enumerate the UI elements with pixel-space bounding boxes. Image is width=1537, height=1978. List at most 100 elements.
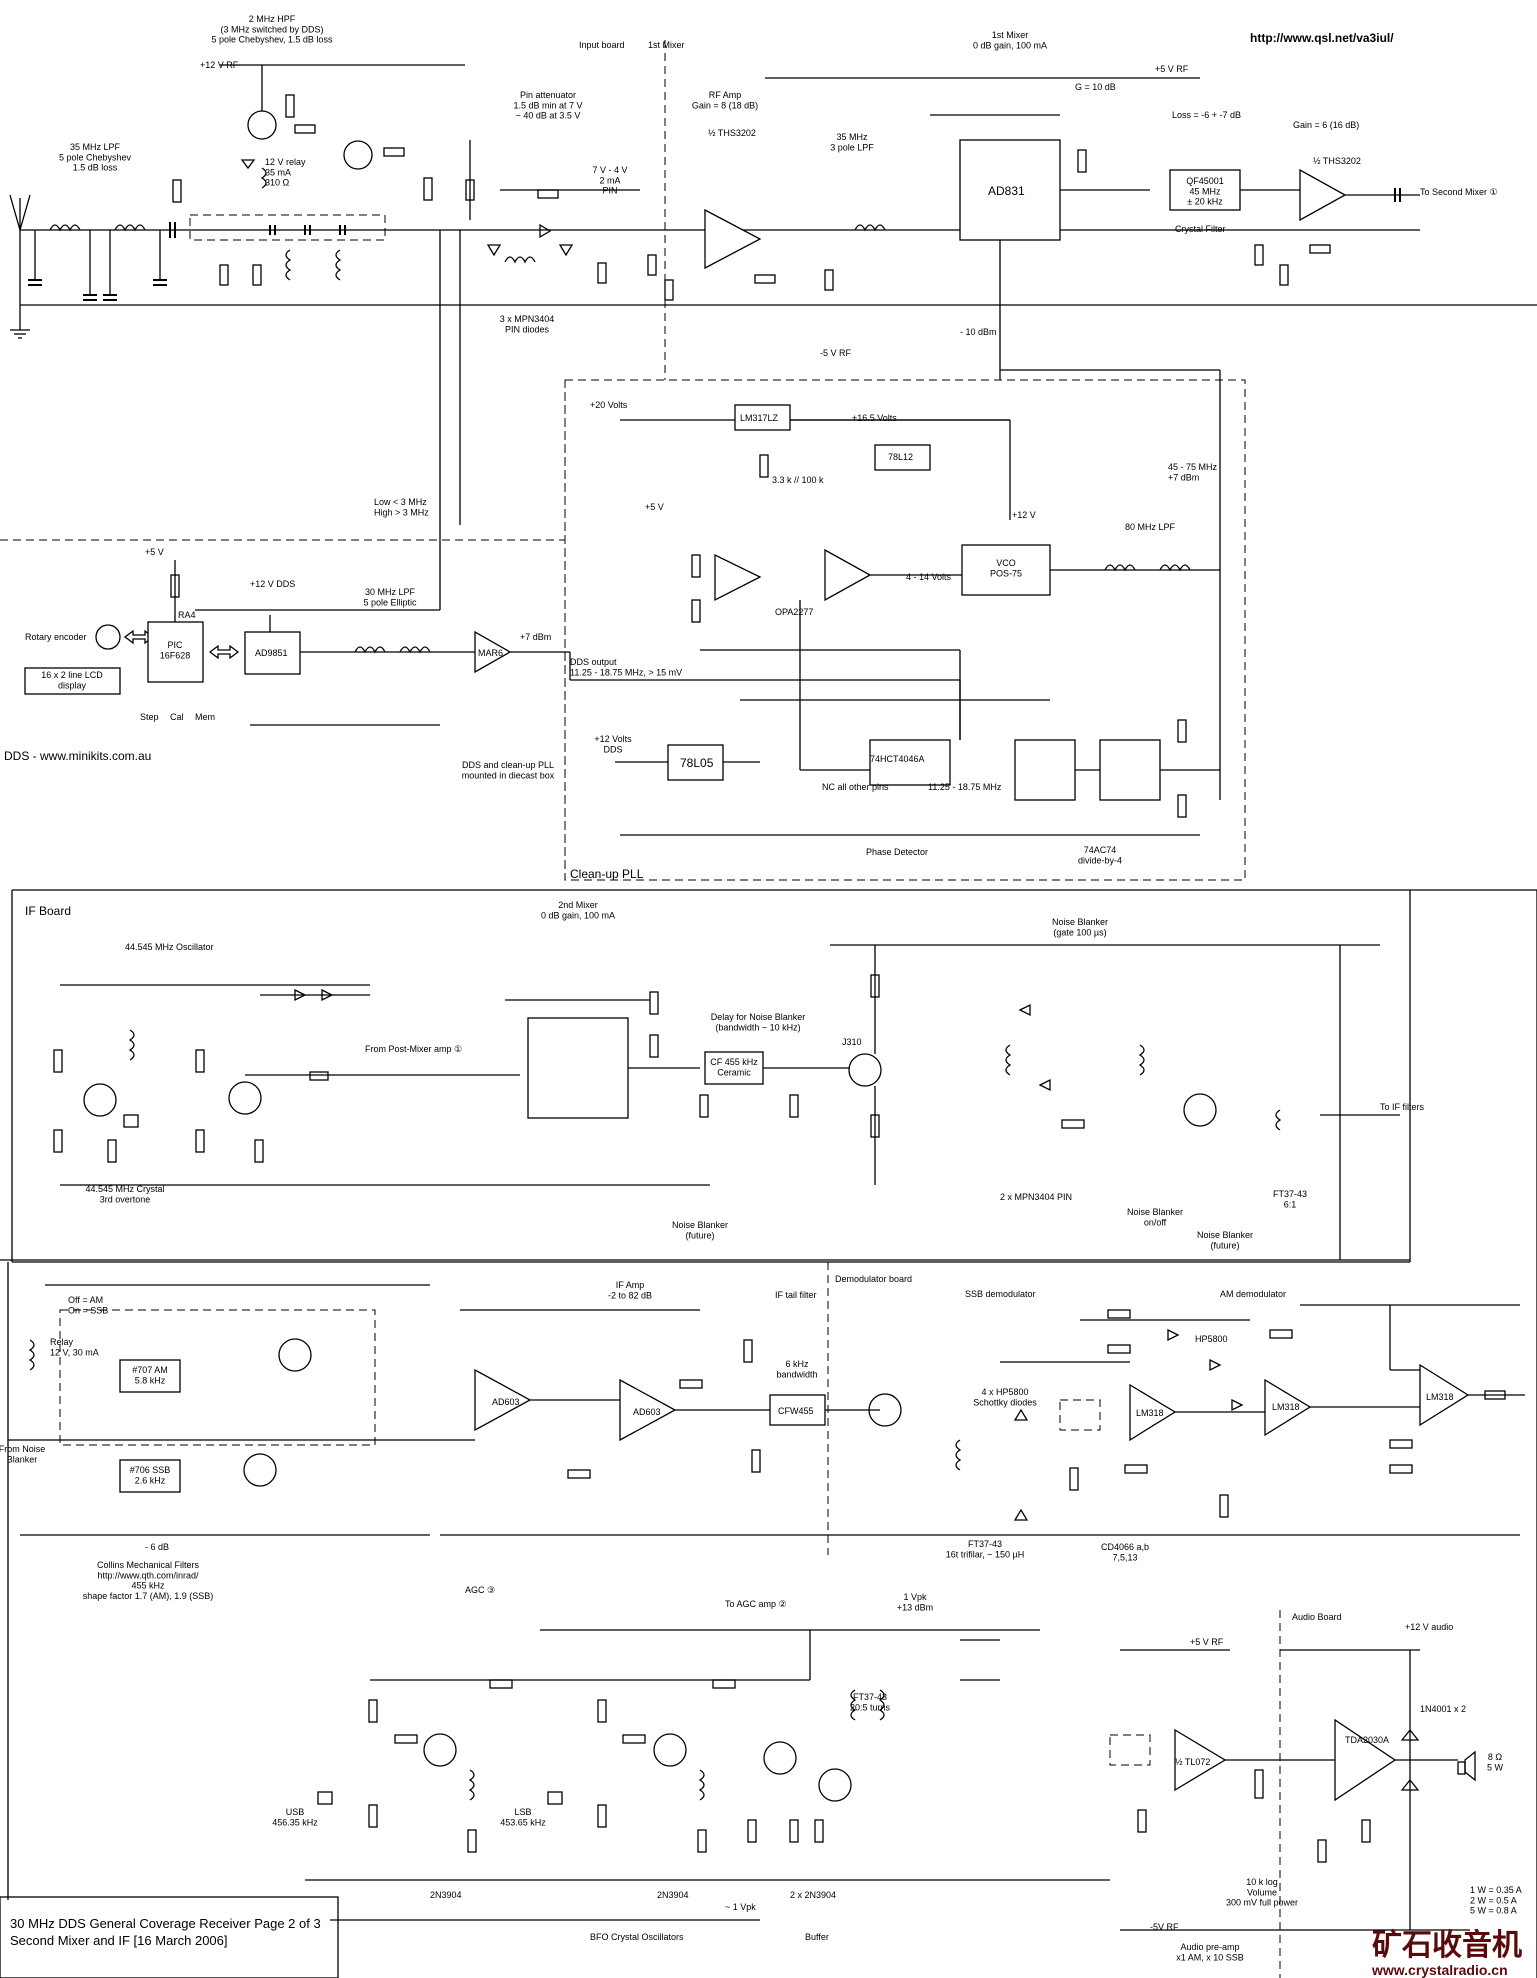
rf-amp-triangle — [704, 208, 762, 270]
label-pll-plus16: +16.5 Volts — [852, 413, 897, 423]
flipflop-b — [1099, 739, 1161, 801]
label-pll-tune: 4 - 14 Volts — [906, 572, 952, 582]
label-pll-r3: 3.3 k // 100 k — [772, 475, 824, 485]
transistor-2n3904-buf-a — [763, 1741, 797, 1775]
transistor-2n5179-nb — [1183, 1093, 1217, 1127]
label-demod-am: AM demodulator — [1220, 1289, 1286, 1299]
label-input-board-plus12: +12 V RF — [200, 60, 239, 70]
label-if-board-j310: J310 — [842, 1037, 862, 1047]
label-input-board-g10: G = 10 dB — [1075, 82, 1116, 92]
label-dds-ra4: RA4 — [178, 610, 196, 620]
crystal-usb — [317, 1791, 333, 1805]
transistor-2n3904-usb — [423, 1733, 457, 1767]
filters-ifamp — [8, 1284, 1520, 1536]
label-pll-hct-range: 11.25 - 18.75 MHz — [928, 782, 1002, 792]
opa2277-a — [714, 553, 762, 602]
hct4046-phase-detector — [869, 739, 951, 786]
label-input-board-ths: ½ THS3202 — [708, 128, 756, 138]
label-pll-plus12: +12 V — [1012, 510, 1036, 520]
jfet-j310-b — [278, 1338, 312, 1372]
label-if-board-label: IF Board — [25, 904, 71, 918]
label-audio-tda: TDA2030A — [1345, 1735, 1389, 1745]
label-input-board-ths2: ½ THS3202 — [1313, 156, 1361, 166]
lm318-c — [1419, 1363, 1470, 1427]
label-filters-agc: AGC ③ — [465, 1585, 495, 1595]
label-audio-plus5: +5 V RF — [1190, 1637, 1224, 1647]
transistor-2n3906 — [247, 110, 277, 140]
label-dds-minikits: DDS - www.minikits.com.au — [4, 749, 151, 763]
audio-board — [1109, 1649, 1476, 1931]
labels: http://www.qsl.net/va3iul/ Input board 1… — [0, 14, 1522, 1978]
label-bfo-buf-q: 2 x 2N3904 — [790, 1890, 836, 1900]
flipflop-a — [1014, 739, 1076, 801]
label-bfo-q: 2N3904 — [430, 1890, 462, 1900]
label-audio-diodes: 1N4001 x 2 — [1420, 1704, 1466, 1714]
label-dds-rotary: Rotary encoder — [25, 632, 87, 642]
label-if-board-noise-blanker: Noise Blanker(gate 100 µs) — [1052, 917, 1108, 937]
vco-pos75 — [961, 544, 1051, 596]
label-filters-to-agc: To AGC amp ② — [725, 1599, 787, 1609]
ad831-second-mixer — [527, 1017, 629, 1119]
label-dds-mar6: MAR6 — [478, 648, 503, 658]
transistor-2n5179-a — [83, 1083, 117, 1117]
label-input-board-crystal-filter-label: Crystal Filter — [1175, 224, 1226, 234]
label-if-board-nb-future: Noise Blanker(future) — [1197, 1230, 1253, 1250]
label-demod-lm318: LM318 — [1136, 1408, 1164, 1418]
label-input-board-hpf: 2 MHz HPF(3 MHz switched by DDS)5 pole C… — [212, 14, 333, 45]
pic16f628 — [147, 621, 204, 683]
filter-707-am — [119, 1359, 181, 1393]
label-bfo-label: BFO Crystal Oscillators — [590, 1932, 684, 1942]
label-demod-hp5800: HP5800 — [1195, 1334, 1228, 1344]
label-dds-buttons-1: Cal — [170, 712, 184, 722]
ad831-first-mixer — [959, 139, 1061, 241]
label-pll-l78l12: 78L12 — [888, 452, 913, 462]
lm317-regulator — [734, 404, 791, 431]
label-if-board-pin2: 2 x MPN3404 PIN — [1000, 1192, 1072, 1202]
label-filters-ad603: AD603 — [492, 1397, 520, 1407]
filter-706-ssb — [119, 1459, 181, 1493]
ad603-a — [474, 1368, 532, 1432]
label-dds-plus5: +5 V — [145, 547, 164, 557]
input-board-label: Input board — [579, 40, 625, 50]
clean-up-pll — [615, 369, 1221, 836]
lcd-display — [24, 667, 121, 695]
label-input-board-first-mixer-label: 1st Mixer — [648, 40, 685, 50]
label-pll-nc: NC all other pins — [822, 782, 889, 792]
pin-diode — [539, 223, 552, 239]
section-borders — [0, 40, 1537, 1978]
transistor-2n3904-lsb — [653, 1733, 687, 1767]
jfet-j310-c — [243, 1453, 277, 1487]
ad9851-chip — [244, 631, 301, 675]
label-if-board-delay: Delay for Noise Blanker(bandwidth ~ 10 k… — [711, 1012, 806, 1032]
cf-455-ceramic — [704, 1051, 764, 1085]
label-audio-tl072: ½ TL072 — [1175, 1757, 1210, 1767]
label-filters-tail: IF tail filter — [775, 1290, 817, 1300]
label-filters-minus6: - 6 dB — [145, 1542, 169, 1552]
dds-section — [24, 230, 961, 740]
label-watermark-url: www.crystalradio.cn — [1371, 1962, 1508, 1978]
